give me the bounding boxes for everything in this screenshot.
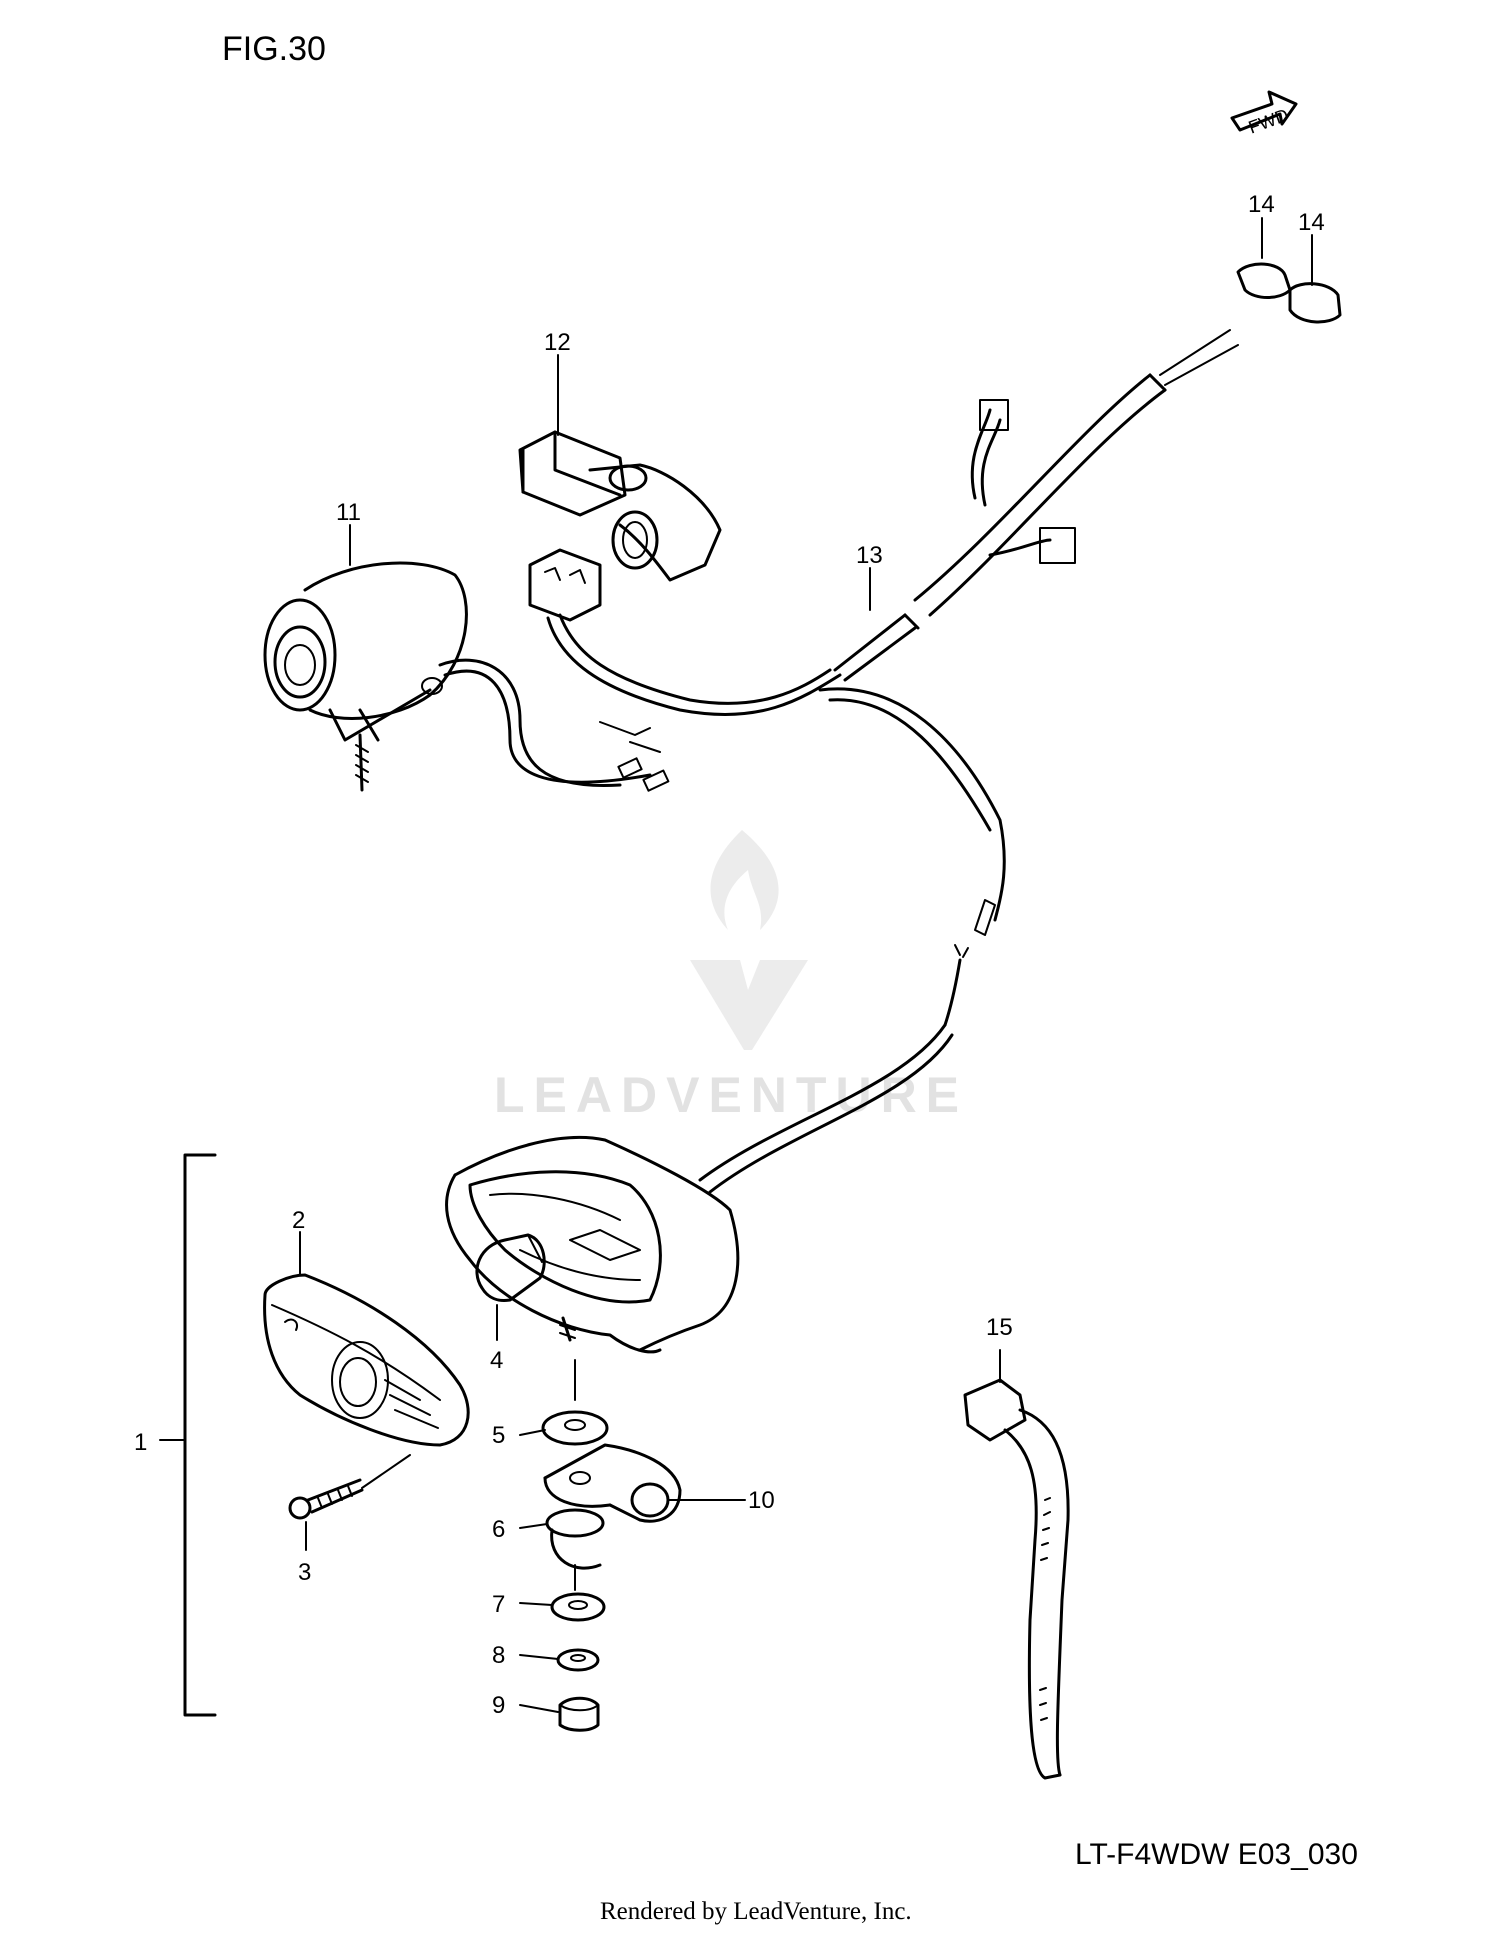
relay-switch-assembly (518, 430, 842, 717)
callout-14b: 14 (1298, 209, 1325, 236)
callout-13: 13 (856, 542, 883, 569)
callout-14a: 14 (1248, 191, 1275, 218)
wiring-harness (599, 329, 1239, 1194)
callout-4: 4 (490, 1347, 503, 1374)
diagram-code: LT-F4WDW E03_030 (1075, 1838, 1358, 1871)
callout-2: 2 (292, 1207, 305, 1234)
callout-5: 5 (492, 1422, 505, 1449)
callout-8: 8 (492, 1642, 505, 1669)
callout-10: 10 (748, 1487, 775, 1514)
leader-lines (299, 217, 1313, 1713)
figure-title: FIG.30 (222, 30, 326, 68)
callout-1: 1 (134, 1429, 147, 1456)
bulb (475, 1233, 546, 1302)
callout-3: 3 (298, 1559, 311, 1586)
callout-7: 7 (492, 1591, 505, 1618)
assembly-bracket (183, 1153, 217, 1717)
callout-6: 6 (492, 1516, 505, 1543)
callout-labels: 1 2 3 4 5 6 7 8 9 10 11 12 13 14 14 15 (134, 191, 1325, 1719)
taillight-housing (445, 1135, 740, 1354)
headlight-housing (263, 561, 670, 792)
screw (288, 1454, 411, 1520)
callout-11: 11 (336, 499, 361, 526)
connector-caps (1236, 262, 1342, 324)
watermark-logo-icon (690, 830, 808, 1050)
cable-tie (963, 1378, 1070, 1780)
lens (263, 1273, 470, 1447)
rendered-by-credit: Rendered by LeadVenture, Inc. (600, 1898, 912, 1925)
callout-15: 15 (986, 1314, 1013, 1341)
callout-9: 9 (492, 1692, 505, 1719)
fwd-arrow-icon: FWD (1230, 90, 1298, 138)
mounting-hardware (541, 1359, 682, 1732)
callout-12: 12 (544, 329, 571, 356)
